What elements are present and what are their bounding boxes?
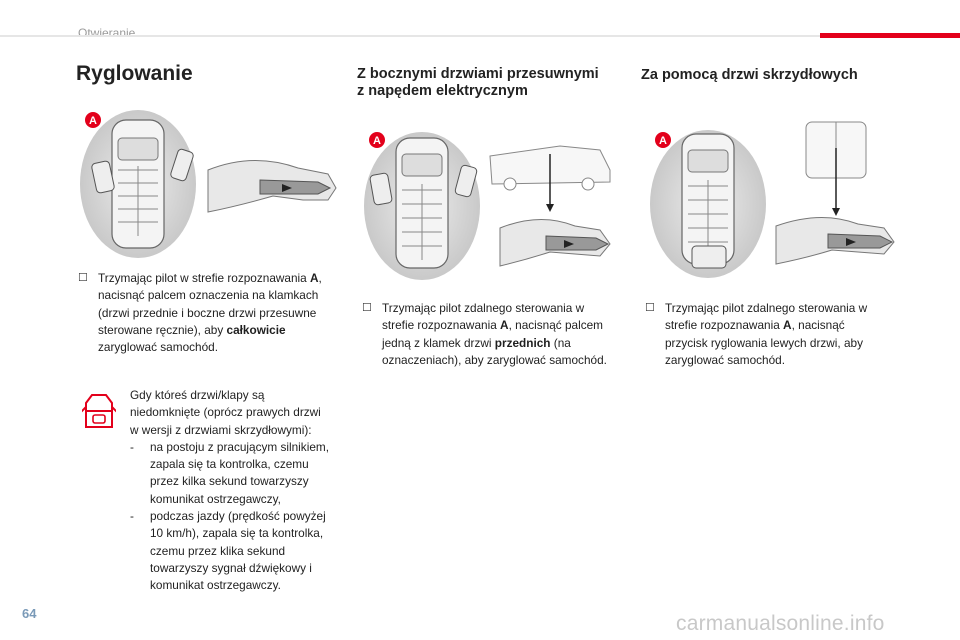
heading-ryglowanie: Ryglowanie	[76, 62, 193, 85]
bullet-marker: ☐	[78, 272, 88, 284]
bullet-marker: ☐	[645, 302, 655, 314]
heading-line: z napędem elektrycznym	[357, 83, 528, 99]
zone-marker-a: A	[89, 115, 97, 127]
col2-instruction: ☐ Trzymając pilot zdalnego sterowania w …	[362, 300, 612, 369]
col1-text-bold-a: A	[310, 271, 319, 285]
col2-text-bold-front: przednich	[494, 335, 551, 350]
figure-sliding-door-van: A	[364, 132, 611, 280]
col3-text-post: , nacisnąć przycisk ryglowania lewych dr…	[665, 318, 863, 367]
col3-instruction: ☐ Trzymając pilot zdalnego sterowania w …	[645, 300, 885, 369]
warning-line: Gdy któreś drzwi/klapy są	[130, 388, 265, 402]
header-accent-bar	[820, 33, 960, 38]
heading-sliding-doors: Z bocznymi drzwiami przesuwnymi z napęde…	[357, 66, 627, 100]
col2-text-pre: Trzymając pilot zdalnego sterowania w st…	[382, 301, 585, 333]
col1-text-bold-full: całkowicie	[226, 322, 286, 337]
col2-text-post: (na oznaczeniach), aby zaryglować samoch…	[382, 335, 607, 367]
zone-marker-a: A	[373, 135, 381, 147]
watermark: carmanualsonline.info	[676, 612, 885, 635]
col1-text-pre: Trzymając pilot w strefie rozpoznawania	[98, 271, 310, 285]
warning-line: w wersji z drzwiami skrzydłowymi):	[130, 422, 312, 437]
page-number: 64	[22, 606, 37, 621]
warning-line: niedomknięte (oprócz prawych drzwi	[130, 405, 321, 420]
col3-text-bold-a: A	[783, 318, 792, 333]
section-title: Otwieranie	[78, 26, 136, 40]
warning-item: -podczas jazdy (prędkość powyżej 10 km/h…	[130, 509, 326, 593]
col3-text-pre: Trzymając pilot zdalnego sterowania w st…	[665, 301, 868, 333]
heading-line: Z bocznymi drzwiami przesuwnymi	[357, 66, 599, 82]
col2-text-mid: , nacisnąć palcem jedną z klamek drzwi	[382, 318, 603, 350]
figure-wing-door-van: A	[650, 121, 895, 278]
col1-text-mid: , nacisnąć palcem oznaczenia na klamkach…	[98, 271, 322, 337]
warning-item-text: podczas jazdy (prędkość powyżej 10 km/h)…	[150, 509, 326, 593]
col1-text-post: zaryglować samochód.	[98, 340, 218, 355]
header-rule	[0, 35, 820, 37]
warning-note: Gdy któreś drzwi/klapy są niedomknięte (…	[130, 387, 340, 595]
heading-wing-doors: Za pomocą drzwi skrzydłowych	[641, 67, 858, 83]
warning-item: -na postoju z pracującym silnikiem, zapa…	[130, 439, 329, 506]
warning-item-text: na postoju z pracującym silnikiem, zapal…	[150, 439, 329, 506]
figure-locking-handles: A	[80, 110, 337, 258]
col1-instruction: ☐ Trzymając pilot w strefie rozpoznawani…	[78, 270, 338, 356]
col2-text-bold-a: A	[500, 318, 509, 333]
door-open-warning-icon	[82, 394, 116, 428]
zone-marker-a: A	[659, 135, 667, 147]
bullet-marker: ☐	[362, 302, 372, 314]
